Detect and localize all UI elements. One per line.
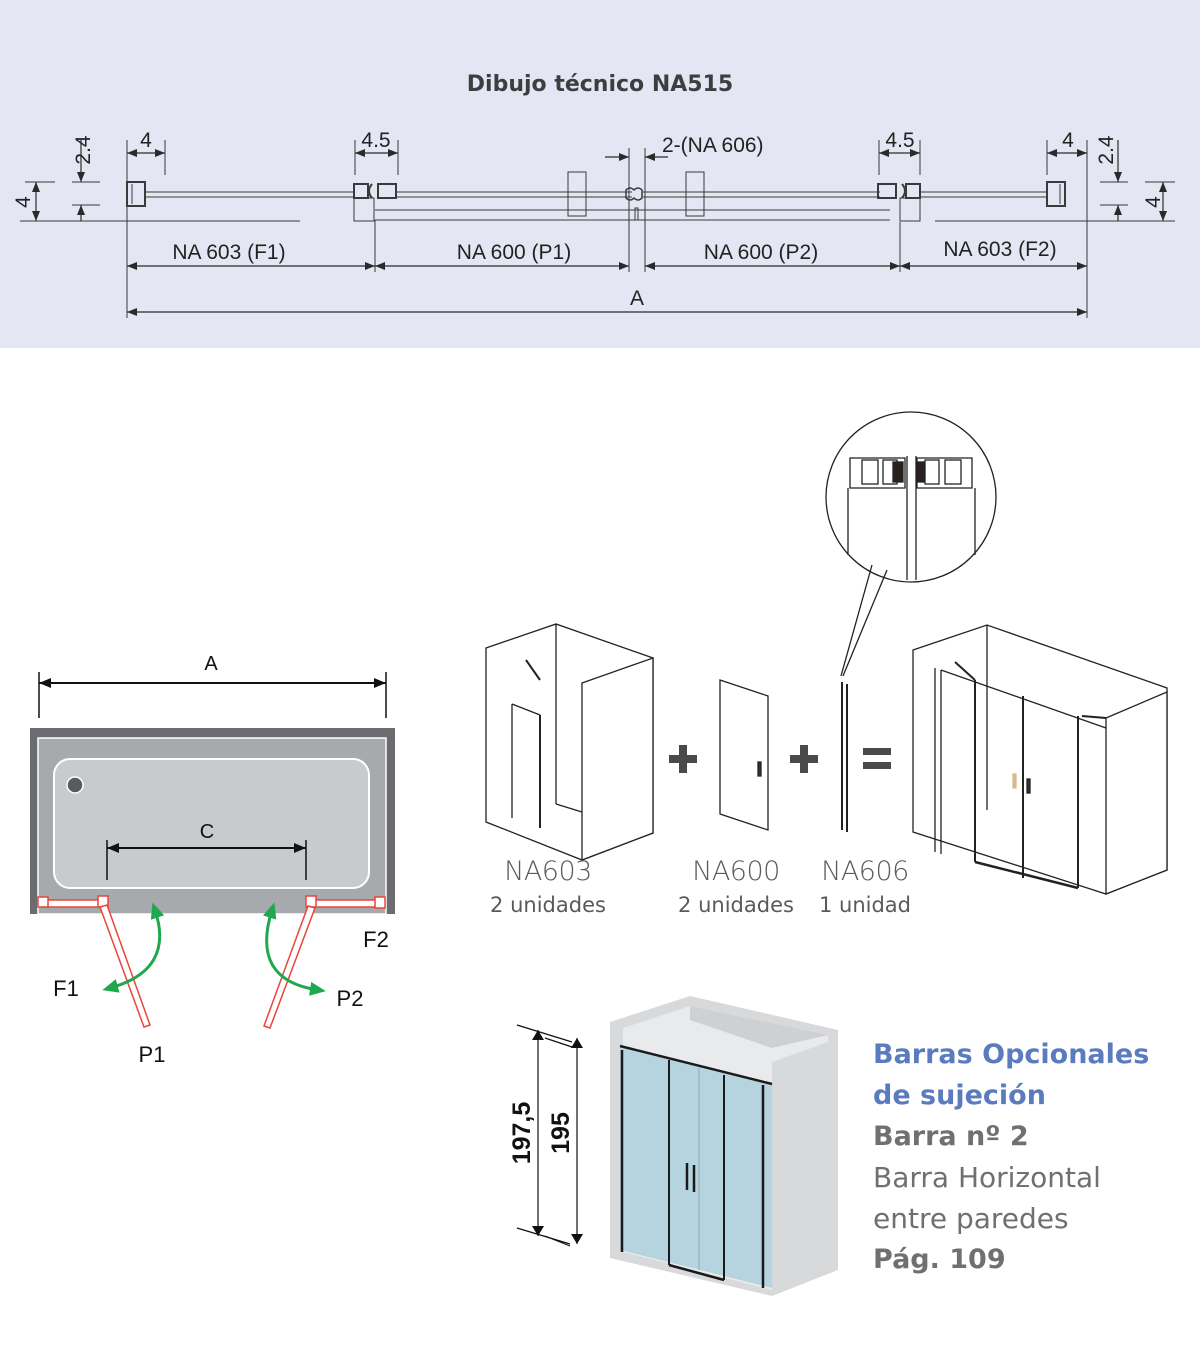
item-qty-na600: 2 unidades: [678, 893, 794, 917]
item-code-na606: NA606: [821, 856, 909, 887]
dim-center-joint: 2-(NA 606): [662, 134, 764, 157]
dim-left-height: 4: [12, 196, 35, 208]
bar-description-line2: entre paredes: [873, 1202, 1069, 1235]
label-f1: F1: [53, 976, 79, 1001]
na606-illustration: [841, 682, 848, 832]
composition-diagram: [485, 411, 1168, 895]
segment-label-p2: NA 600 (P2): [704, 241, 818, 264]
combined-cabin-illustration: [912, 624, 1168, 895]
dim-right-height-small: 2.4: [1095, 135, 1118, 165]
bar-number: Barra nº 2: [873, 1121, 1029, 1152]
optional-bars-title-line2: de sujeción: [873, 1080, 1046, 1111]
door-panel-p2: [263, 905, 316, 1029]
fixed-panel-f2: [310, 899, 382, 908]
plan-view-diagram: A C F1 F2 P1 P2: [30, 653, 395, 1067]
page-reference-link[interactable]: Pág. 109: [873, 1244, 1006, 1275]
bathtub-basin: [53, 758, 370, 889]
outer-height-label: 197,5: [508, 1102, 536, 1165]
optional-bars-info: Barras Opcionales de sujeción Barra nº 2…: [873, 1034, 1193, 1280]
dim-right-height: 4: [1142, 196, 1165, 208]
door-panel-p1: [99, 904, 151, 1028]
width-label: A: [204, 653, 218, 675]
dim-right-profile-width: 4: [1062, 129, 1074, 152]
inner-label: C: [200, 821, 214, 843]
bar-description-line1: Barra Horizontal: [873, 1161, 1101, 1194]
item-qty-na606: 1 unidad: [818, 893, 912, 917]
height-drawing: 197,5 195: [508, 996, 838, 1296]
na603-illustration: [485, 623, 654, 861]
label-p1: P1: [139, 1042, 166, 1067]
label-p2: P2: [337, 986, 364, 1011]
drain-icon: [66, 776, 84, 794]
plus-icon: [790, 745, 818, 773]
segment-label-f1: NA 603 (F1): [172, 241, 285, 264]
seal-profile-detail: [847, 456, 976, 580]
na600-illustration: [719, 679, 769, 831]
inner-height-label: 195: [547, 1112, 575, 1154]
item-qty-na603: 2 unidades: [490, 893, 606, 917]
dim-total-label: A: [630, 287, 644, 310]
detail-zoom-circle: [825, 411, 997, 583]
technical-section-drawing: 4 4.5 2-(NA 606) 4.5 4 2.4 4 2.4 4 NA 60…: [12, 129, 1175, 318]
dim-left-height-small: 2.4: [72, 135, 95, 165]
dim-left-joint-width: 4.5: [361, 129, 390, 152]
glass-panels: [620, 1046, 772, 1288]
page-title: Dibujo técnico NA515: [466, 72, 734, 97]
label-f2: F2: [363, 927, 389, 952]
fixed-panel-f1: [41, 899, 105, 908]
equals-icon: [863, 748, 891, 769]
plus-icon: [669, 745, 697, 773]
item-code-na600: NA600: [692, 856, 780, 887]
dim-left-profile-width: 4: [140, 129, 152, 152]
technical-drawing-panel: [0, 0, 1200, 348]
swing-arrow-p2: [262, 902, 326, 996]
segment-label-f2: NA 603 (F2): [943, 238, 1056, 261]
swing-arrow-p1: [102, 902, 165, 993]
segment-label-p1: NA 600 (P1): [457, 241, 571, 264]
optional-bars-title-line1: Barras Opcionales: [873, 1039, 1150, 1070]
dim-right-joint-width: 4.5: [885, 129, 914, 152]
item-code-na603: NA603: [504, 856, 592, 887]
